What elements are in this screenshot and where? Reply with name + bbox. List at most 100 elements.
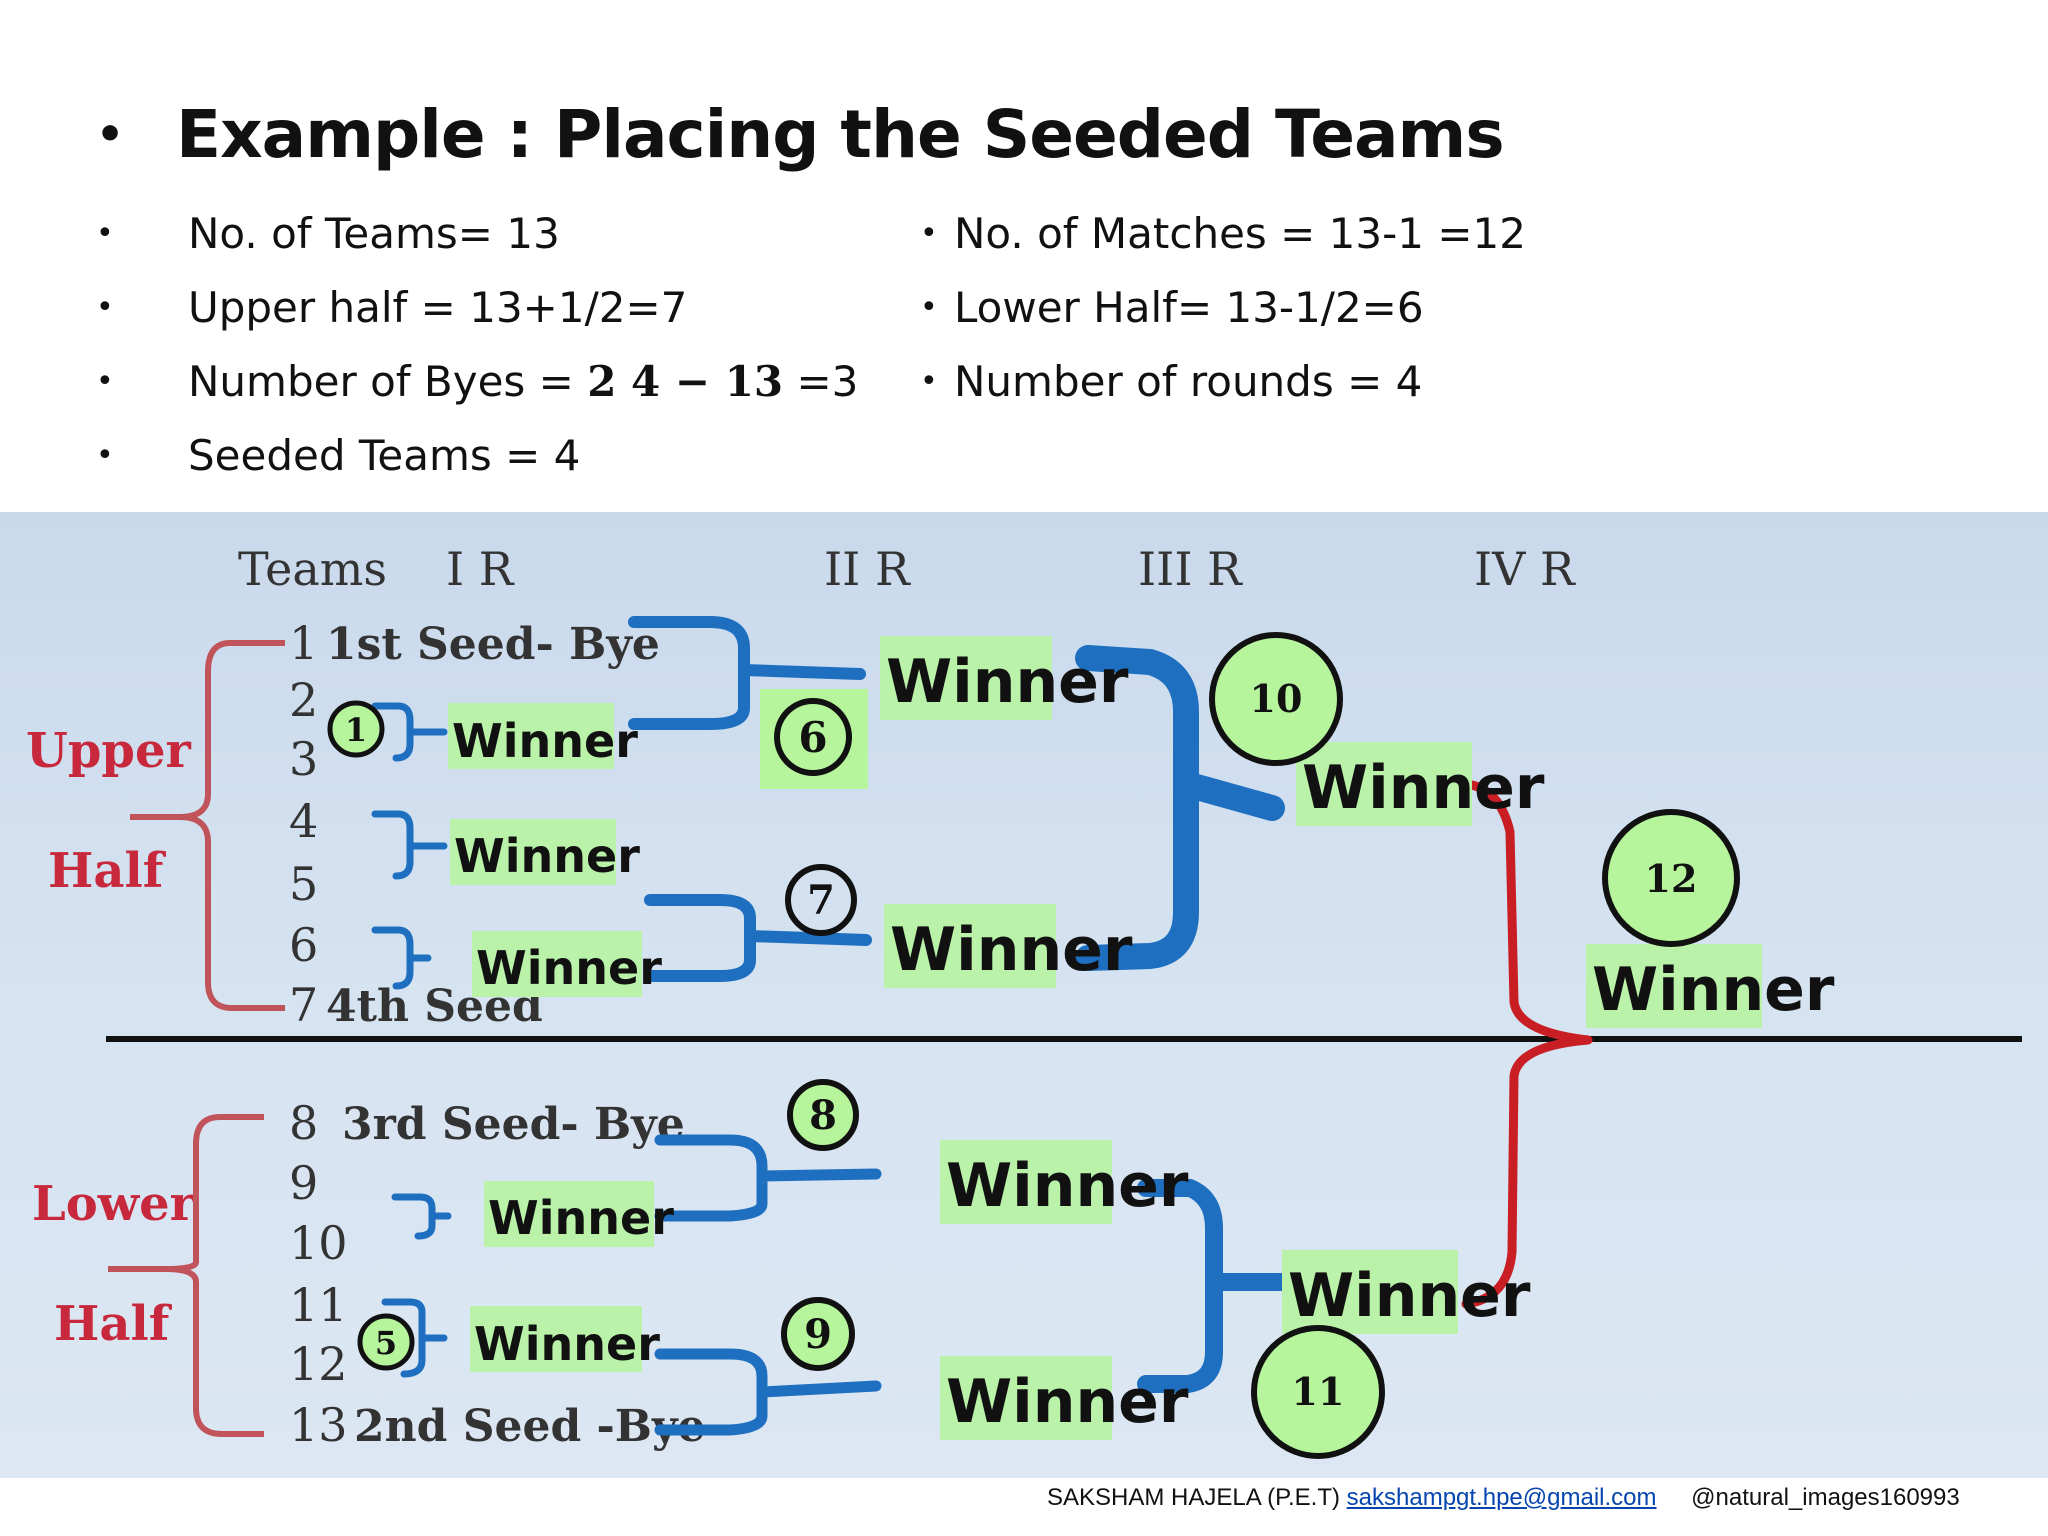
fact-no-of-teams: • No. of Teams= 13 bbox=[96, 196, 858, 270]
winner-box-r1c bbox=[472, 931, 642, 997]
winner-r1c: Winner bbox=[476, 941, 662, 995]
winner-r2b: Winner bbox=[890, 915, 1133, 985]
winner-r1d: Winner bbox=[488, 1191, 674, 1245]
team-1-note: 1st Seed- Bye bbox=[326, 619, 660, 670]
fact-text: Lower Half= 13-1/2=6 bbox=[954, 282, 1424, 332]
team-8-note: 3rd Seed- Bye bbox=[342, 1099, 685, 1150]
match-6-circle bbox=[774, 698, 852, 776]
winner-box-r1a bbox=[448, 703, 614, 769]
slide-footer: SAKSHAM HAJELA (P.E.T) sakshampgt.hpe@gm… bbox=[1047, 1484, 1960, 1512]
header-round-1: I R bbox=[446, 542, 515, 596]
team-number-2: 2 bbox=[289, 673, 318, 727]
slide-title: Example : Placing the Seeded Teams bbox=[176, 96, 1505, 173]
fact-no-of-matches: • No. of Matches = 13-1 =12 bbox=[920, 196, 1526, 270]
match-8-circle bbox=[787, 1079, 859, 1151]
fact-math: 2 4 − 13 bbox=[587, 356, 784, 406]
match-11-circle bbox=[1251, 1325, 1385, 1459]
fact-lower-half: • Lower Half= 13-1/2=6 bbox=[920, 270, 1526, 344]
winner-box-r2a bbox=[880, 636, 1052, 720]
blue-connectors bbox=[371, 616, 1291, 1436]
fact-text: No. of Matches = 13-1 =12 bbox=[954, 208, 1526, 258]
fact-suffix: =3 bbox=[783, 356, 859, 406]
bracket-diagram: Teams I R II R III R IV R Upper Half Low… bbox=[0, 512, 2048, 1478]
fact-seeded-teams: • Seeded Teams = 4 bbox=[96, 418, 858, 492]
match-numbers: 1 5 6 7 8 9 10 11 12 bbox=[327, 632, 1740, 1459]
lower-label: Lower bbox=[32, 1176, 196, 1232]
match-11-label: 11 bbox=[1292, 1369, 1345, 1414]
fact-text: Number of rounds = 4 bbox=[954, 356, 1423, 406]
match-1-label: 1 bbox=[345, 711, 367, 749]
winner-r1b: Winner bbox=[454, 829, 640, 883]
match-1-circle bbox=[327, 700, 385, 758]
match-6-label: 6 bbox=[798, 713, 827, 762]
fact-text: No. of Teams= 13 bbox=[188, 208, 560, 258]
winner-box-r3b bbox=[1282, 1250, 1458, 1334]
winner-r3a: Winner bbox=[1302, 753, 1545, 823]
winner-box-r2b bbox=[884, 904, 1056, 988]
match-12-circle bbox=[1602, 809, 1740, 947]
winner-final: Winner bbox=[1592, 955, 1835, 1025]
upper-label: Upper bbox=[26, 723, 192, 779]
team-number-8: 8 bbox=[289, 1096, 318, 1150]
match-7-circle bbox=[785, 864, 857, 936]
match-10-label: 10 bbox=[1250, 676, 1303, 721]
fact-text: Seeded Teams = 4 bbox=[188, 430, 581, 480]
team-number-9: 9 bbox=[289, 1156, 318, 1210]
lower-half-brace bbox=[108, 1114, 264, 1437]
header-round-3: III R bbox=[1138, 542, 1243, 596]
footer-handle: @natural_images160993 bbox=[1691, 1484, 1960, 1511]
team-number-11: 11 bbox=[289, 1278, 348, 1332]
fact-number-of-byes: • Number of Byes = 2 4 − 13 =3 bbox=[96, 344, 858, 418]
winner-box-final bbox=[1586, 944, 1762, 1028]
bullet: • bbox=[920, 363, 938, 399]
winner-labels: Winner Winner Winner Winner Winner Winne… bbox=[448, 636, 1835, 1440]
footer-email-link[interactable]: sakshampgt.hpe@gmail.com bbox=[1346, 1484, 1657, 1511]
winner-r1a: Winner bbox=[452, 714, 638, 768]
slide-title-row: • Example : Placing the Seeded Teams bbox=[96, 96, 1505, 173]
winner-box-r1e bbox=[470, 1306, 642, 1372]
winner-r1e: Winner bbox=[474, 1317, 660, 1371]
match-9-label: 9 bbox=[804, 1311, 832, 1358]
team-number-1: 1 bbox=[289, 616, 318, 670]
winner-r3b: Winner bbox=[1288, 1261, 1531, 1331]
team-number-7: 7 bbox=[289, 978, 318, 1032]
winner-r2d: Winner bbox=[946, 1367, 1189, 1437]
match-5-circle bbox=[357, 1313, 415, 1371]
match-8-label: 8 bbox=[809, 1092, 837, 1139]
bullet: • bbox=[96, 289, 114, 325]
bullet: • bbox=[96, 363, 114, 399]
bullet: • bbox=[96, 437, 114, 473]
header-teams: Teams bbox=[238, 542, 387, 596]
team-13-note: 2nd Seed -Bye bbox=[354, 1401, 706, 1452]
winner-r2a: Winner bbox=[886, 647, 1129, 717]
match-5-label: 5 bbox=[375, 1324, 397, 1362]
team-number-10: 10 bbox=[289, 1216, 348, 1270]
winner-box-r1b bbox=[450, 819, 616, 885]
title-bullet: • bbox=[96, 109, 125, 160]
team-number-4: 4 bbox=[289, 794, 318, 848]
header-round-4: IV R bbox=[1474, 542, 1576, 596]
fact-prefix: Number of Byes = bbox=[188, 356, 588, 406]
winner-r2c: Winner bbox=[946, 1151, 1189, 1221]
match-10-circle bbox=[1209, 632, 1343, 766]
winner-box-r2d bbox=[940, 1356, 1112, 1440]
upper-half-label: Half bbox=[48, 843, 167, 899]
upper-half-brace bbox=[130, 640, 285, 1011]
match-9-circle bbox=[781, 1297, 855, 1371]
match-7-label: 7 bbox=[807, 877, 835, 924]
winner-box-r1d bbox=[484, 1181, 654, 1247]
footer-author: SAKSHAM HAJELA (P.E.T) bbox=[1047, 1484, 1340, 1511]
team-number-12: 12 bbox=[289, 1337, 348, 1391]
winner-box-r3a bbox=[1296, 742, 1472, 826]
match-12-label: 12 bbox=[1645, 856, 1698, 901]
fact-upper-half: • Upper half = 13+1/2=7 bbox=[96, 270, 858, 344]
winner-box-r2c bbox=[940, 1140, 1112, 1224]
team-number-3: 3 bbox=[289, 732, 318, 786]
right-facts: • No. of Matches = 13-1 =12 • Lower Half… bbox=[920, 196, 1526, 418]
bullet: • bbox=[920, 289, 938, 325]
header-round-2: II R bbox=[824, 542, 911, 596]
fact-number-of-rounds: • Number of rounds = 4 bbox=[920, 344, 1526, 418]
bullet: • bbox=[920, 215, 938, 251]
red-final-bracket bbox=[1461, 779, 1593, 1309]
team-number-5: 5 bbox=[289, 857, 318, 911]
